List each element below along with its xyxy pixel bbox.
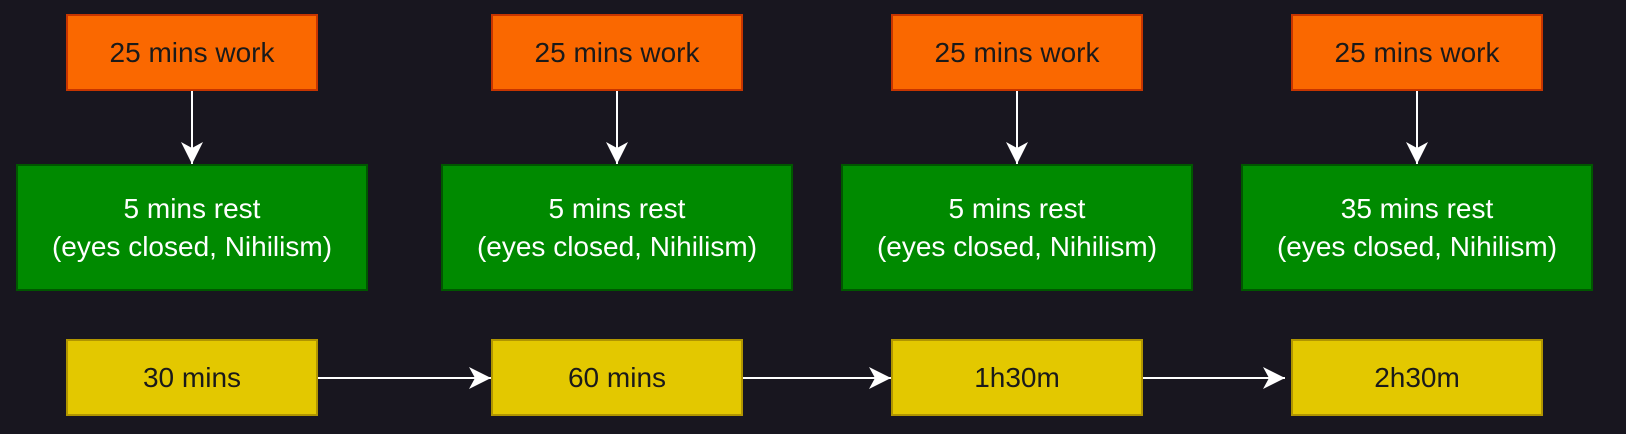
- rest-duration-label: 5 mins rest: [548, 192, 686, 224]
- rest-duration-label: 5 mins rest: [123, 192, 261, 224]
- work-label: 25 mins work: [534, 36, 700, 68]
- time-box-2: 60 mins: [491, 339, 743, 416]
- time-label: 30 mins: [142, 361, 242, 393]
- rest-box-3: 5 mins rest (eyes closed, Nihilism): [841, 164, 1193, 291]
- rest-note-label: (eyes closed, Nihilism): [876, 230, 1158, 262]
- work-box-3: 25 mins work: [891, 14, 1143, 91]
- rest-box-2: 5 mins rest (eyes closed, Nihilism): [441, 164, 793, 291]
- work-label: 25 mins work: [934, 36, 1100, 68]
- work-label: 25 mins work: [109, 36, 275, 68]
- time-label: 2h30m: [1374, 361, 1460, 393]
- rest-duration-label: 5 mins rest: [948, 192, 1086, 224]
- work-label: 25 mins work: [1334, 36, 1500, 68]
- rest-note-label: (eyes closed, Nihilism): [476, 230, 758, 262]
- rest-box-4: 35 mins rest (eyes closed, Nihilism): [1241, 164, 1593, 291]
- work-box-4: 25 mins work: [1291, 14, 1543, 91]
- time-label: 1h30m: [974, 361, 1060, 393]
- work-box-2: 25 mins work: [491, 14, 743, 91]
- work-box-1: 25 mins work: [66, 14, 318, 91]
- rest-duration-label: 35 mins rest: [1340, 192, 1494, 224]
- rest-box-1: 5 mins rest (eyes closed, Nihilism): [16, 164, 368, 291]
- time-label: 60 mins: [567, 361, 667, 393]
- rest-note-label: (eyes closed, Nihilism): [51, 230, 333, 262]
- time-box-1: 30 mins: [66, 339, 318, 416]
- time-box-4: 2h30m: [1291, 339, 1543, 416]
- rest-note-label: (eyes closed, Nihilism): [1276, 230, 1558, 262]
- time-box-3: 1h30m: [891, 339, 1143, 416]
